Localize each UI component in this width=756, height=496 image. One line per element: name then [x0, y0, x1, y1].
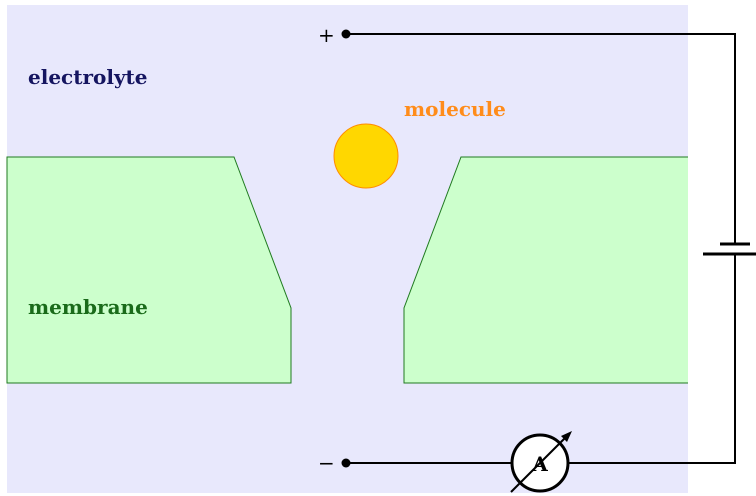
positive-terminal-sign: + — [318, 23, 335, 47]
negative-terminal-sign: − — [318, 451, 335, 475]
molecule-label: molecule — [404, 97, 506, 121]
membrane-label: membrane — [28, 295, 148, 319]
ammeter-needle — [510, 434, 569, 493]
molecule-sphere — [333, 123, 399, 189]
ammeter-arrowhead-icon — [561, 431, 572, 442]
membrane-left — [6, 156, 292, 384]
top-wire — [346, 33, 736, 244]
right-lower-wire — [568, 254, 736, 464]
electrolyte-label: electrolyte — [28, 65, 148, 89]
membrane-right — [403, 156, 688, 384]
